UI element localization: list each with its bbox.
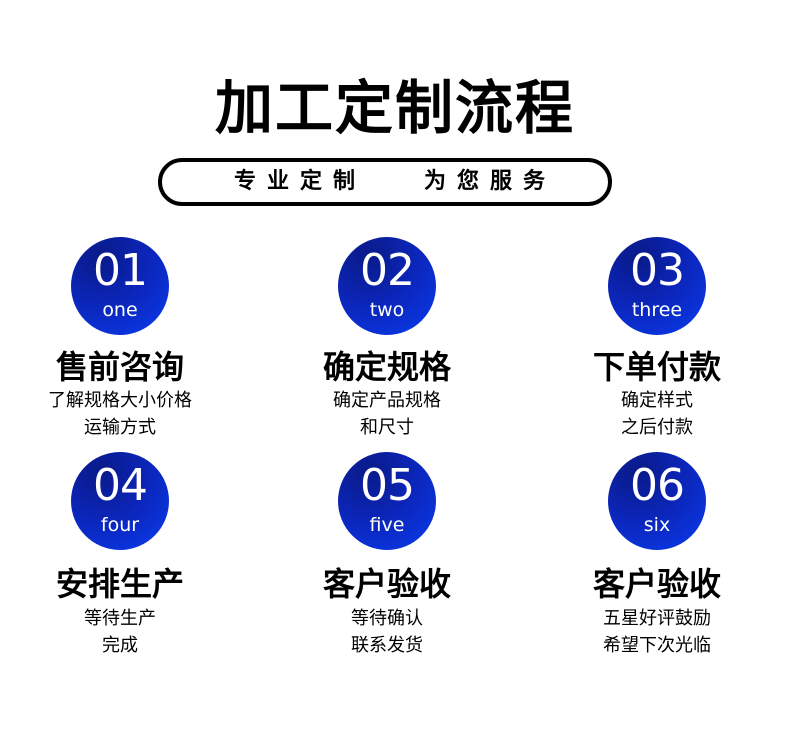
step-description-line: 等待确认: [351, 608, 423, 629]
step-number-word: four: [100, 514, 140, 536]
step-description-line: 确定样式: [621, 390, 693, 411]
subtitle-banner: 专业定制 为您服务: [158, 158, 612, 206]
step-number: 03: [630, 245, 685, 296]
step-title: 售前咨询: [55, 348, 184, 386]
step-title: 客户验收: [322, 565, 451, 603]
step-description-line: 运输方式: [84, 417, 156, 438]
step-number: 05: [360, 460, 415, 511]
step-description: 了解规格大小价格 运输方式: [0, 387, 250, 441]
step-title: 确定规格: [322, 348, 451, 386]
step-description-line: 联系发货: [351, 635, 423, 656]
step-title: 下单付款: [592, 348, 721, 386]
subtitle-left: 专业定制: [234, 169, 367, 194]
step-number-word: six: [643, 514, 671, 536]
step-number-badge: 03 three: [608, 237, 706, 335]
step-number-badge: 01 one: [71, 237, 169, 335]
step-description: 等待确认 联系发货: [257, 605, 517, 659]
step-number-badge: 04 four: [71, 452, 169, 550]
step-description-line: 和尺寸: [360, 417, 414, 438]
step-description-line: 五星好评鼓励: [603, 608, 711, 629]
step-description-line: 确定产品规格: [333, 390, 441, 411]
step-number: 06: [630, 460, 685, 511]
step-number-badge: 02 two: [338, 237, 436, 335]
step-description-line: 希望下次光临: [603, 635, 711, 656]
step-number: 04: [93, 460, 148, 511]
page-title: 加工定制流程: [214, 74, 575, 142]
step-description-line: 等待生产: [84, 608, 156, 629]
step-number-word: one: [102, 299, 138, 321]
step-description: 等待生产 完成: [0, 605, 250, 659]
step-title: 客户验收: [592, 565, 721, 603]
step-number-badge: 05 five: [338, 452, 436, 550]
step-description-line: 了解规格大小价格: [48, 390, 192, 411]
step-description-line: 完成: [102, 635, 138, 656]
step-number-word: two: [369, 299, 405, 321]
step-description: 确定样式 之后付款: [527, 387, 787, 441]
step-description-line: 之后付款: [621, 417, 693, 438]
step-number: 01: [93, 245, 148, 296]
step-title: 安排生产: [55, 565, 184, 603]
step-number-word: three: [631, 299, 683, 321]
step-number: 02: [360, 245, 415, 296]
step-description: 五星好评鼓励 希望下次光临: [527, 605, 787, 659]
subtitle-right: 为您服务: [424, 169, 557, 194]
step-number-badge: 06 six: [608, 452, 706, 550]
step-description: 确定产品规格 和尺寸: [257, 387, 517, 441]
step-number-word: five: [369, 514, 405, 536]
